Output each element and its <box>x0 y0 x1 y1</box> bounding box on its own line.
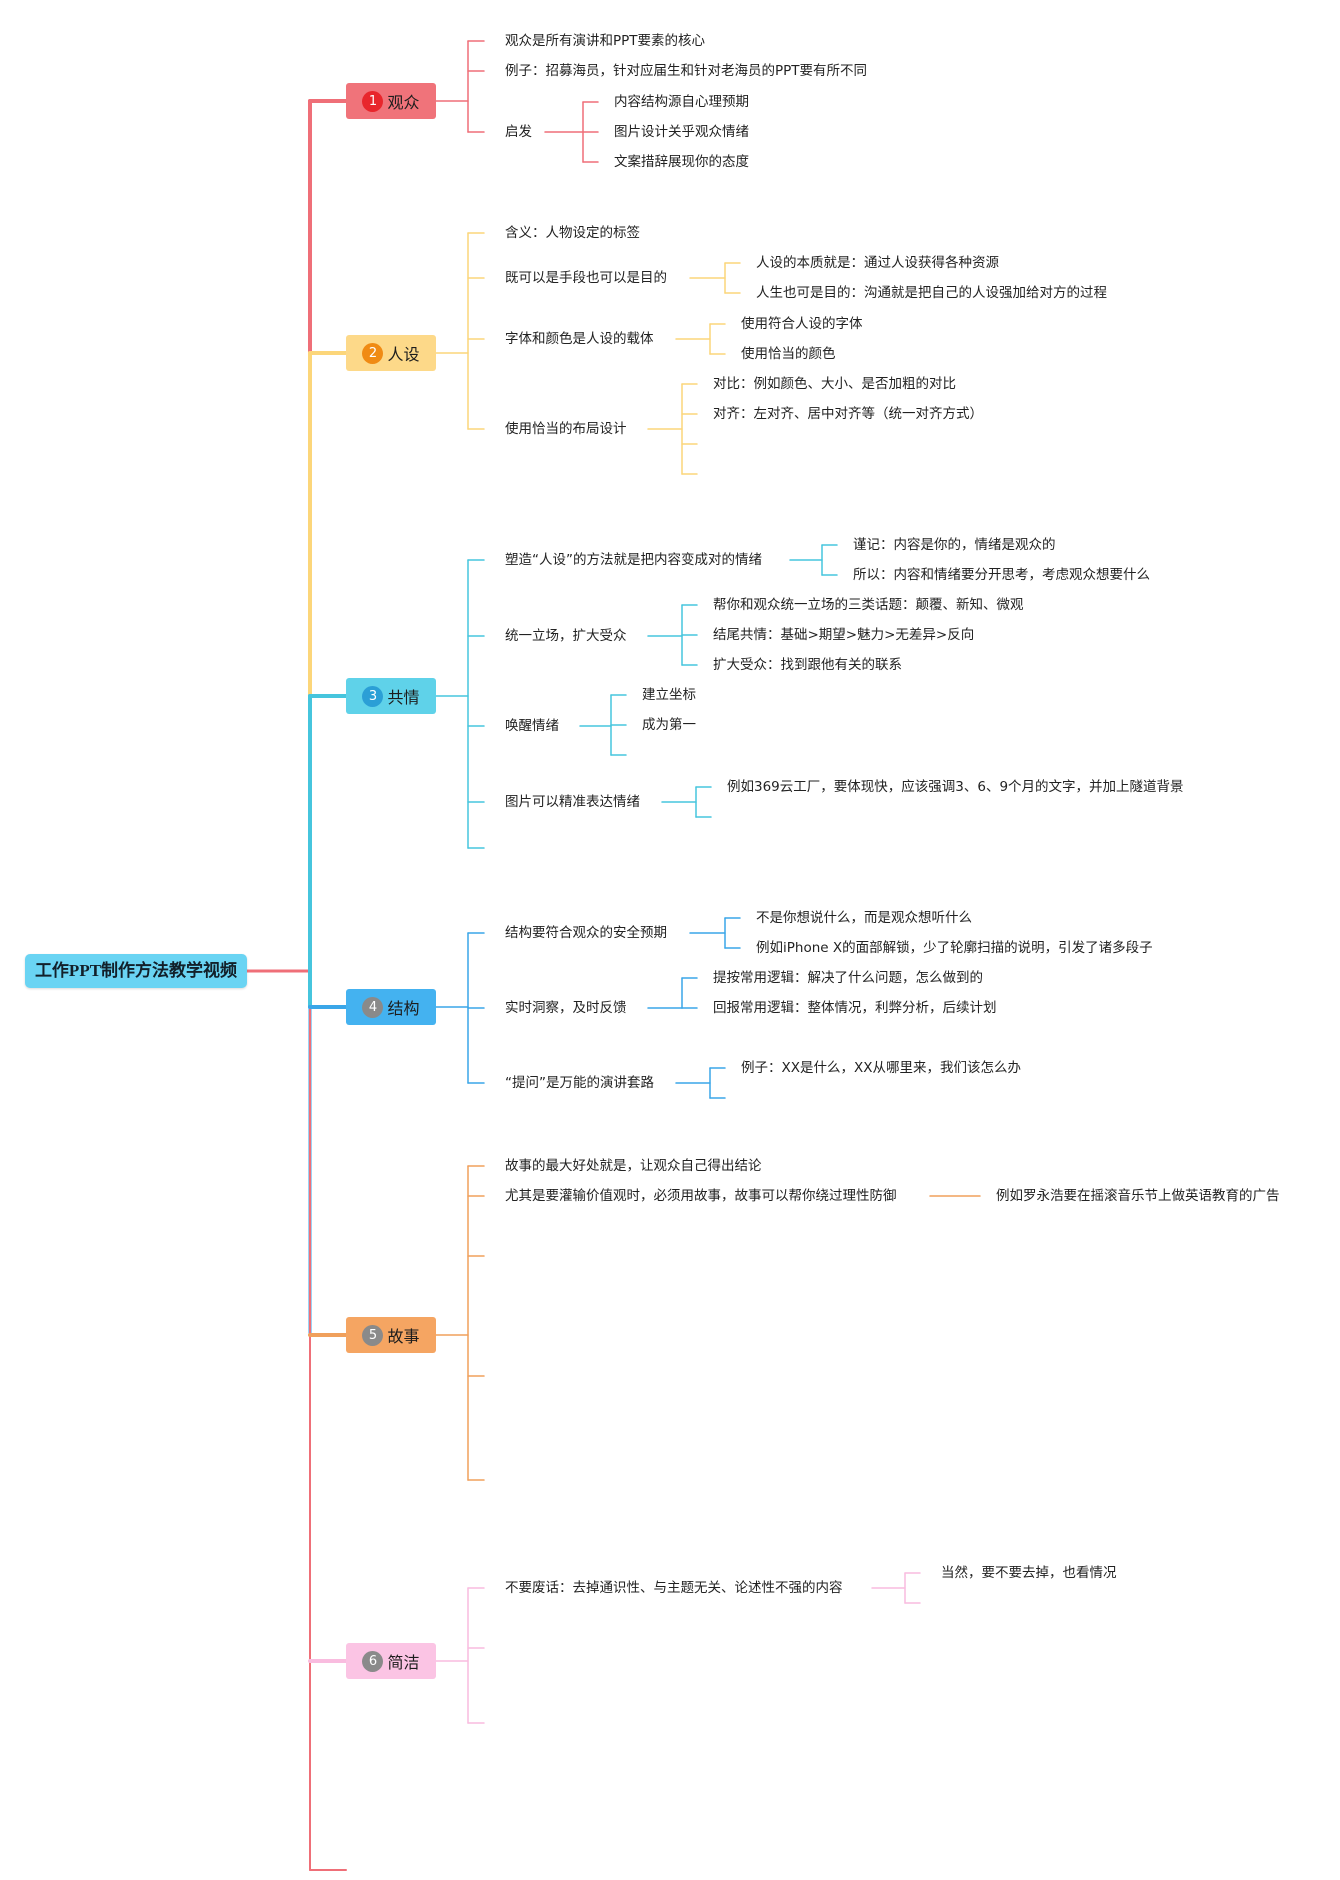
branch-node[interactable]: 不要废话：去掉通识性、与主题无关、论述性不强的内容 <box>505 1580 843 1596</box>
leaf-node[interactable]: 使用符合人设的字体 <box>741 316 863 332</box>
leaf-node[interactable]: 人生也可是目的：沟通就是把自己的人设强加给对方的过程 <box>756 285 1107 301</box>
branch-node[interactable]: 尤其是要灌输价值观时，必须用故事，故事可以帮你绕过理性防御 <box>505 1188 897 1204</box>
leaf-node[interactable]: 观众是所有演讲和PPT要素的核心 <box>505 33 706 49</box>
leaf-node[interactable]: 含义：人物设定的标签 <box>505 225 640 241</box>
number-5-icon: 5 <box>362 1324 384 1346</box>
topic-node-gongqing[interactable]: 3 共情 <box>346 678 436 714</box>
leaf-node[interactable]: 文案措辞展现你的态度 <box>614 154 749 170</box>
leaf-node[interactable]: 不是你想说什么，而是观众想听什么 <box>756 910 972 926</box>
leaf-node[interactable]: 回报常用逻辑：整体情况，利弊分析，后续计划 <box>713 1000 997 1016</box>
leaf-node[interactable]: 故事的最大好处就是，让观众自己得出结论 <box>505 1158 762 1174</box>
leaf-node[interactable]: 扩大受众：找到跟他有关的联系 <box>713 657 902 673</box>
leaf-node[interactable]: 例子：XX是什么，XX从哪里来，我们该怎么办 <box>741 1060 1021 1076</box>
number-6-icon: 6 <box>362 1650 384 1672</box>
branch-node[interactable]: 启发 <box>505 124 532 140</box>
branch-node[interactable]: “提问”是万能的演讲套路 <box>505 1075 654 1091</box>
topic-label: 结构 <box>387 999 420 1018</box>
branch-node[interactable]: 既可以是手段也可以是目的 <box>505 270 667 286</box>
leaf-node[interactable]: 人设的本质就是：通过人设获得各种资源 <box>756 255 999 271</box>
topic-label: 故事 <box>387 1327 420 1346</box>
branch-node[interactable]: 实时洞察，及时反馈 <box>505 1000 627 1016</box>
topic-node-jianjie[interactable]: 6 简洁 <box>346 1643 436 1679</box>
leaf-node[interactable]: 例子：招募海员，针对应届生和针对老海员的PPT要有所不同 <box>505 63 868 79</box>
topic-label: 人设 <box>387 345 420 364</box>
leaf-node[interactable]: 对齐：左对齐、居中对齐等（统一对齐方式） <box>713 406 983 422</box>
leaf-node[interactable]: 成为第一 <box>642 717 696 733</box>
leaf-node[interactable]: 图片设计关乎观众情绪 <box>614 124 749 140</box>
topic-node-gushi[interactable]: 5 故事 <box>346 1317 436 1353</box>
number-4-icon: 4 <box>362 996 384 1018</box>
branch-node[interactable]: 使用恰当的布局设计 <box>505 421 627 437</box>
number-2-icon: 2 <box>362 342 384 364</box>
topic-node-guanzhong[interactable]: 1 观众 <box>346 83 436 119</box>
leaf-node[interactable]: 结尾共情：基础>期望>魅力>无差异>反向 <box>713 627 975 643</box>
leaf-node[interactable]: 例如罗永浩要在摇滚音乐节上做英语教育的广告 <box>996 1188 1280 1204</box>
root-node[interactable]: 工作PPT制作方法教学视频 <box>25 954 247 988</box>
topic-label: 共情 <box>387 688 420 707</box>
branch-node[interactable]: 统一立场，扩大受众 <box>505 628 627 644</box>
leaf-node[interactable]: 帮你和观众统一立场的三类话题：颠覆、新知、微观 <box>713 597 1024 613</box>
number-1-icon: 1 <box>362 90 384 112</box>
number-3-icon: 3 <box>362 685 384 707</box>
branch-node[interactable]: 字体和颜色是人设的载体 <box>505 331 654 347</box>
leaf-node[interactable]: 对比：例如颜色、大小、是否加粗的对比 <box>713 376 956 392</box>
leaf-node[interactable]: 谨记：内容是你的，情绪是观众的 <box>853 537 1056 553</box>
branch-node[interactable]: 结构要符合观众的安全预期 <box>505 925 667 941</box>
leaf-node[interactable]: 使用恰当的颜色 <box>741 346 836 362</box>
leaf-node[interactable]: 所以：内容和情绪要分开思考，考虑观众想要什么 <box>853 567 1150 583</box>
leaf-node[interactable]: 当然，要不要去掉，也看情况 <box>941 1565 1117 1581</box>
topic-label: 观众 <box>387 93 420 112</box>
leaf-node[interactable]: 例如iPhone X的面部解锁，少了轮廓扫描的说明，引发了诸多段子 <box>756 940 1153 956</box>
topic-node-renshe[interactable]: 2 人设 <box>346 335 436 371</box>
branch-node[interactable]: 塑造“人设”的方法就是把内容变成对的情绪 <box>505 552 762 568</box>
leaf-node[interactable]: 例如369云工厂，要体现快，应该强调3、6、9个月的文字，并加上隧道背景 <box>727 779 1184 795</box>
topic-label: 简洁 <box>387 1653 420 1672</box>
topic-node-jiegou[interactable]: 4 结构 <box>346 989 436 1025</box>
leaf-node[interactable]: 建立坐标 <box>642 687 696 703</box>
branch-node[interactable]: 唤醒情绪 <box>505 718 559 734</box>
branch-node[interactable]: 图片可以精准表达情绪 <box>505 794 640 810</box>
leaf-node[interactable]: 提按常用逻辑：解决了什么问题，怎么做到的 <box>713 970 983 986</box>
leaf-node[interactable]: 内容结构源自心理预期 <box>614 94 749 110</box>
